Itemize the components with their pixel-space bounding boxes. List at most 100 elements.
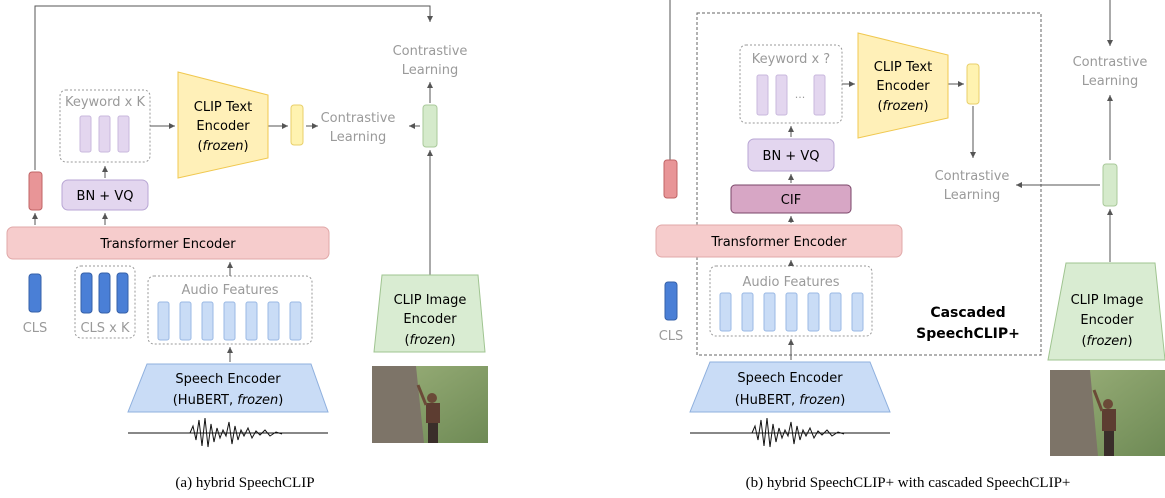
contrastive-mid-b-line2: Learning: [944, 188, 1000, 203]
cls-k-label: CLS x K: [80, 321, 130, 336]
clip-image-encoder: [373, 274, 486, 353]
audio-feature-token: [719, 292, 732, 332]
climber-photo: [372, 366, 488, 443]
hubert-suffix: ): [278, 393, 283, 408]
clip-image-b-line1: CLIP Image: [1071, 293, 1144, 308]
bn-vq-b-label: BN + VQ: [763, 149, 820, 164]
contrastive-top-line1: Contrastive: [393, 44, 468, 59]
svg-text:(HuBERT, frozen): (HuBERT, frozen): [173, 393, 284, 408]
audio-feature-token: [289, 301, 302, 341]
caption-a: (a) hybrid SpeechCLIP: [175, 475, 314, 491]
transformer-b-label: Transformer Encoder: [710, 235, 847, 250]
cls-token: [664, 281, 678, 321]
transformer-encoder: [655, 224, 903, 258]
hubert-b-prefix: (HuBERT,: [735, 393, 800, 408]
keyword-token: [98, 115, 111, 153]
audio-feature-token: [807, 292, 820, 332]
clip-image-frozen: frozen: [410, 333, 451, 348]
feedback-arrow: [34, 5, 433, 170]
keyword-token: [813, 74, 826, 116]
contrastive-top-line2: Learning: [402, 63, 458, 78]
speech-encoder-b-label: Speech Encoder: [737, 371, 843, 386]
image-embedding-token: [1102, 163, 1118, 207]
contrastive-right-line1: Contrastive: [1073, 55, 1148, 70]
contrastive-mid-line2: Learning: [330, 130, 386, 145]
contrastive-mid-line1: Contrastive: [321, 111, 396, 126]
caption-b: (b) hybrid SpeechCLIP+ with cascaded Spe…: [746, 475, 1071, 491]
climber-photo: [1050, 370, 1165, 456]
svg-text:(HuBERT, frozen): (HuBERT, frozen): [735, 393, 846, 408]
hubert-frozen: frozen: [237, 393, 278, 408]
bn-vq-box: [61, 179, 149, 211]
clip-image-line1: CLIP Image: [394, 293, 467, 308]
cascaded-line2: SpeechCLIP+: [916, 326, 1020, 342]
clip-text-b-line2: Encoder: [876, 79, 930, 94]
cls-k-token: [116, 272, 129, 314]
speech-encoder-label: Speech Encoder: [175, 372, 281, 387]
clip-image-line2: Encoder: [403, 312, 457, 327]
svg-text:(frozen): (frozen): [404, 333, 455, 348]
cls-token: [28, 273, 42, 313]
audio-feature-token: [245, 301, 258, 341]
text-embedding-token: [966, 63, 980, 105]
cls-k-box: [74, 265, 136, 339]
audio-features-label: Audio Features: [182, 283, 279, 298]
clip-image-encoder: [1047, 262, 1165, 361]
bn-vq-box: [747, 138, 835, 172]
clip-text-line1: CLIP Text: [194, 100, 252, 115]
audio-feature-token: [201, 301, 214, 341]
keyword-token: [117, 115, 130, 153]
contrastive-right-line2: Learning: [1082, 74, 1138, 89]
cif-box: [730, 184, 852, 214]
clip-text-frozen: frozen: [203, 139, 244, 154]
speech-encoder: [689, 361, 891, 413]
clip-text-encoder: [857, 32, 949, 139]
audio-feature-token: [157, 301, 170, 341]
audio-feature-token: [741, 292, 754, 332]
keyword-token: [756, 74, 769, 116]
transformer-encoder: [6, 226, 330, 260]
clip-text-b-frozen: frozen: [883, 99, 924, 114]
svg-text:(frozen): (frozen): [197, 139, 248, 154]
audio-feature-token: [851, 292, 864, 332]
clip-text-b-line1: CLIP Text: [874, 60, 932, 75]
contrastive-mid-b-line1: Contrastive: [935, 169, 1010, 184]
keyword-token: [775, 74, 788, 116]
audio-feature-token: [179, 301, 192, 341]
cif-label: CIF: [781, 193, 801, 208]
hubert-b-frozen: frozen: [799, 393, 840, 408]
transformer-label: Transformer Encoder: [99, 237, 236, 252]
clip-text-line2: Encoder: [196, 119, 250, 134]
audio-features-b-label: Audio Features: [743, 275, 840, 290]
audio-feature-token: [223, 301, 236, 341]
audio-feature-token: [829, 292, 842, 332]
clip-image-b-line2: Encoder: [1080, 313, 1134, 328]
cls-label: CLS: [23, 321, 48, 336]
audio-feature-token: [267, 301, 280, 341]
image-embedding-token: [422, 104, 438, 148]
speech-encoder: [127, 363, 329, 413]
panel-a: Contrastive Learning Contrastive Learnin…: [6, 5, 488, 491]
hubert-b-suffix: ): [840, 393, 845, 408]
cls-output-token: [663, 159, 678, 199]
audio-feature-token: [763, 292, 776, 332]
cascaded-line1: Cascaded: [930, 305, 1005, 321]
bn-vq-label: BN + VQ: [77, 189, 134, 204]
svg-text:(frozen): (frozen): [1081, 334, 1132, 349]
cls-k-token: [80, 272, 93, 314]
cls-k-token: [98, 272, 111, 314]
hubert-prefix: (HuBERT,: [173, 393, 238, 408]
cls-b-label: CLS: [659, 329, 684, 344]
clip-image-b-frozen: frozen: [1087, 334, 1128, 349]
cascaded-frame: [696, 12, 1042, 356]
audio-feature-token: [785, 292, 798, 332]
text-embedding-token: [290, 104, 304, 146]
keyword-box-b-label: Keyword x ?: [752, 52, 830, 67]
audio-features-box: [709, 265, 873, 337]
audio-waveform: [690, 417, 890, 448]
audio-waveform: [128, 417, 328, 448]
panel-b: Contrastive Learning Contrastive Learnin…: [655, 0, 1165, 491]
cls-output-token: [28, 171, 43, 211]
keyword-box-label: Keyword x K: [65, 95, 145, 110]
